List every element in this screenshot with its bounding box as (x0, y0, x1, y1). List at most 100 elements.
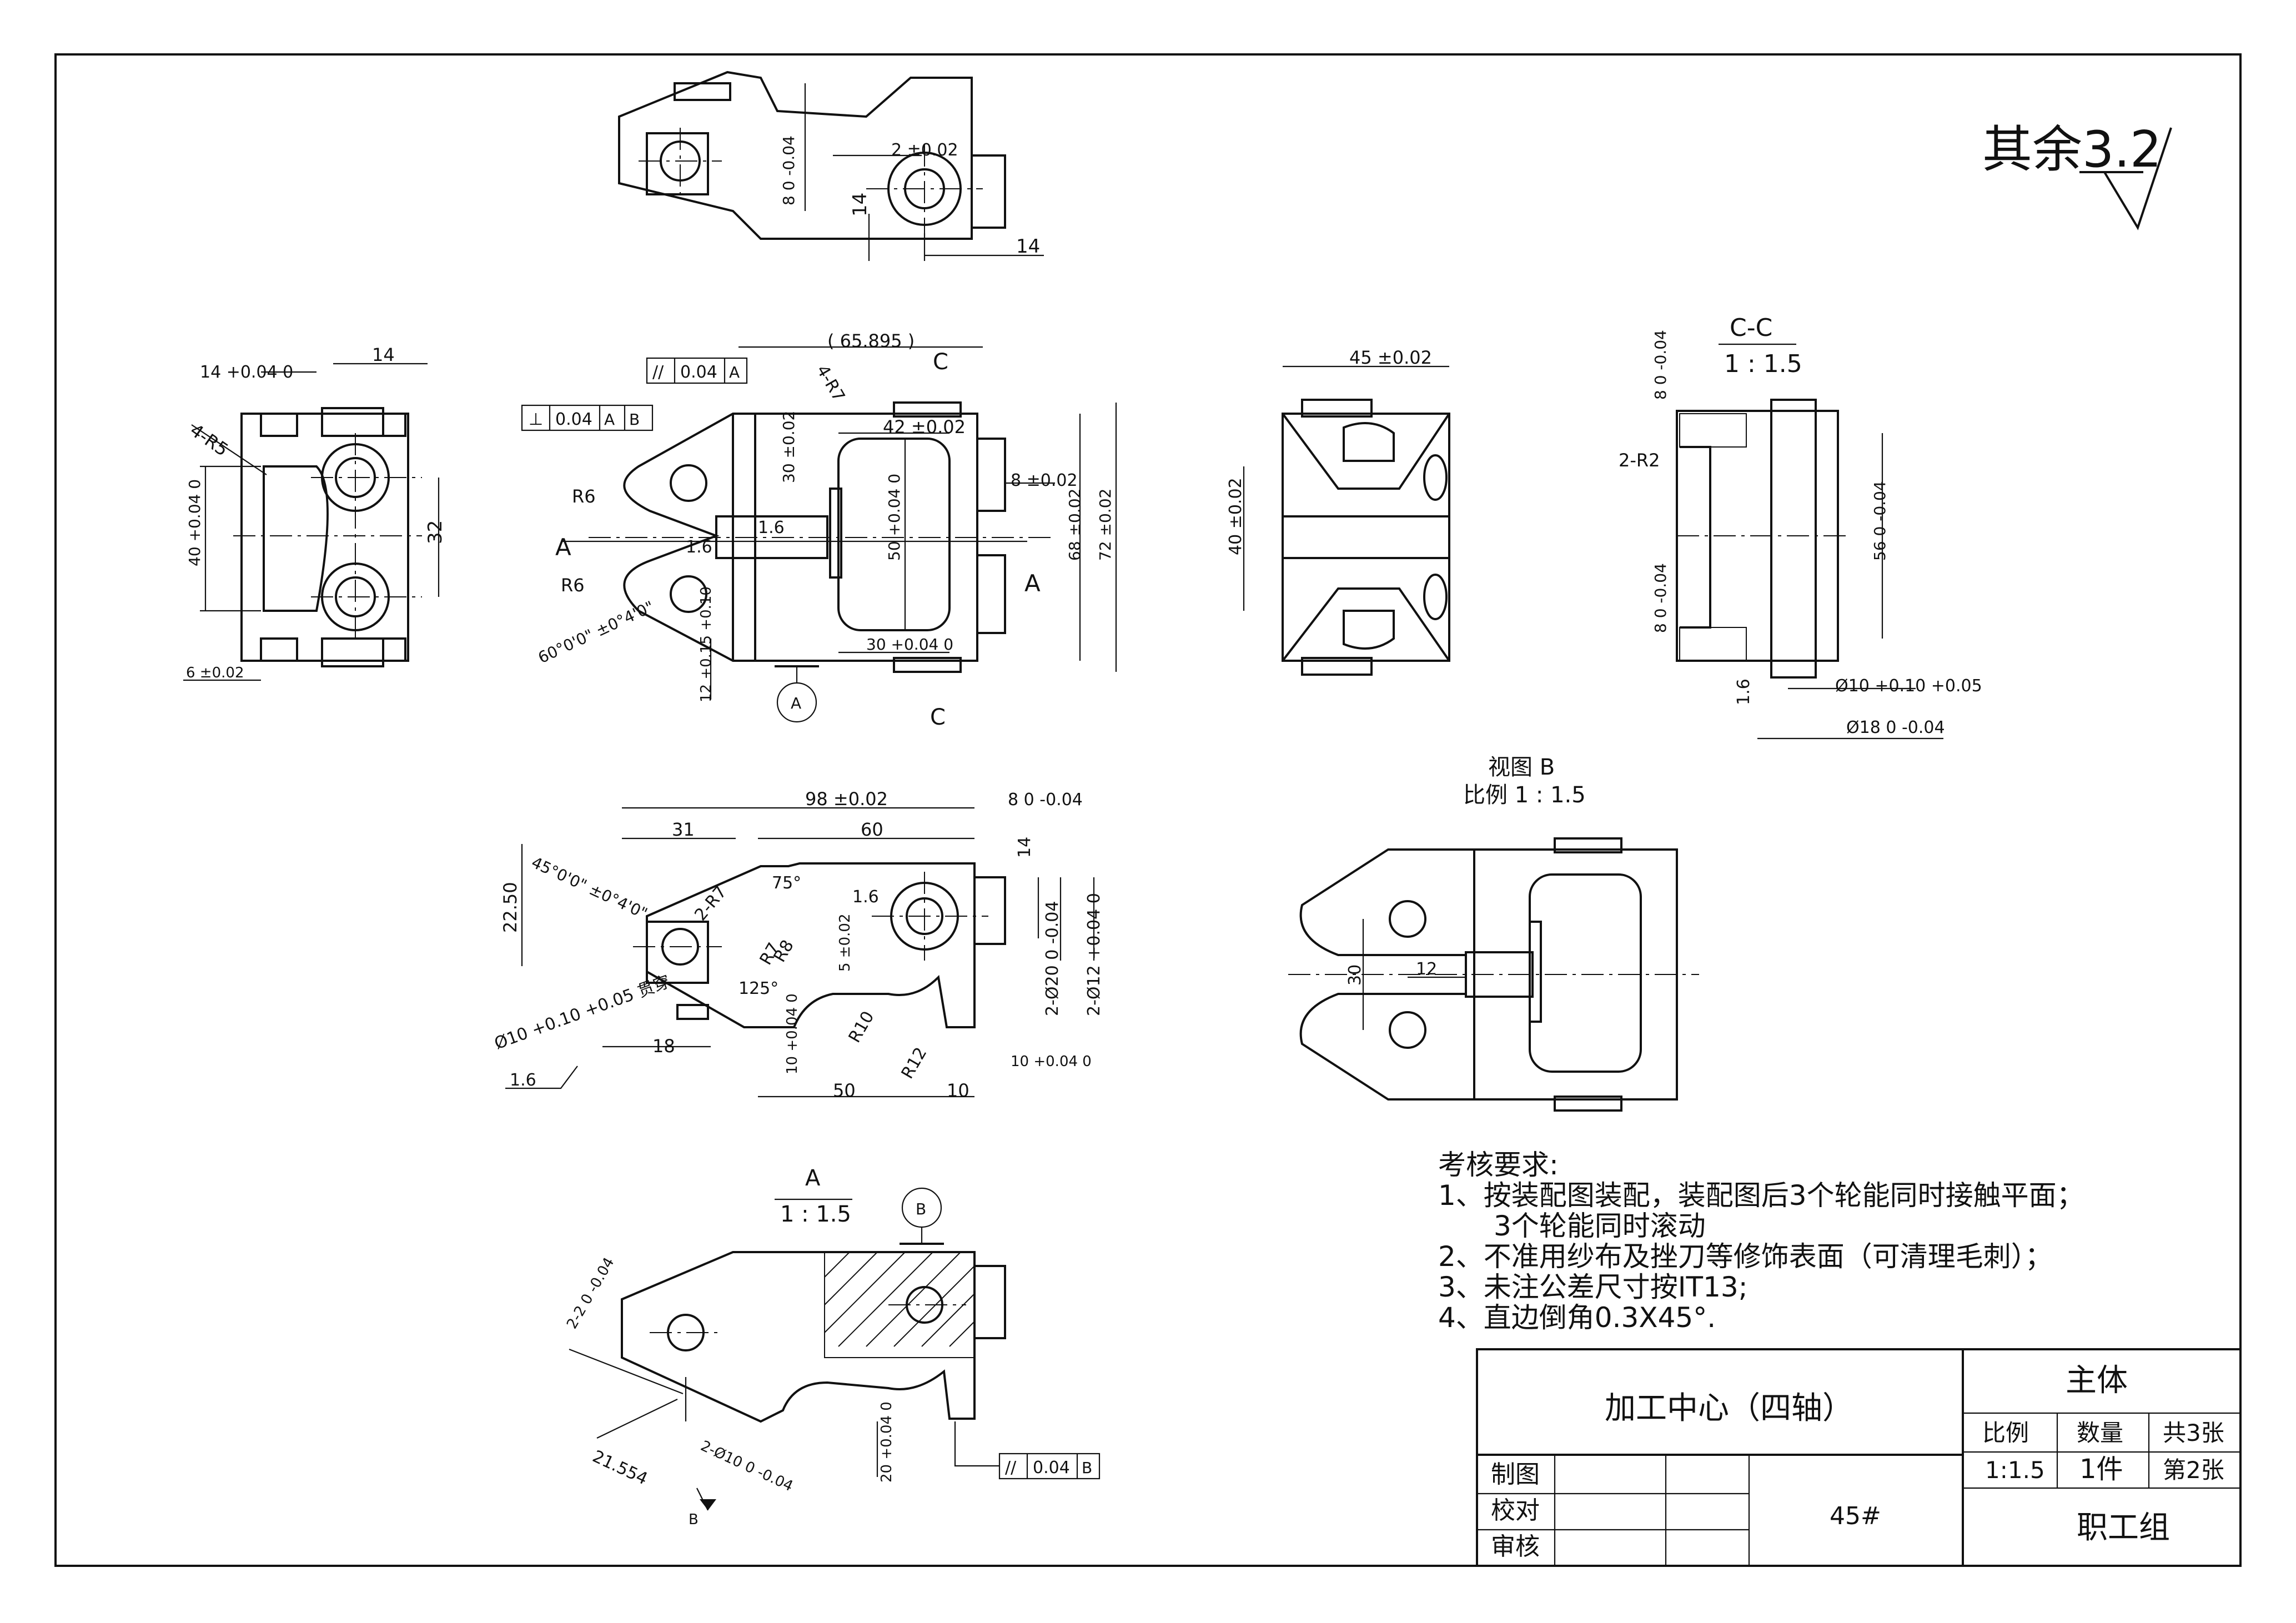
dimension-label: 8 ±0.02 (1011, 471, 1078, 490)
dimension-label: 2-Ø10 0 -0.04 (698, 1438, 796, 1495)
dimension-label: 30 ±0.02 (780, 411, 798, 483)
dimension-label: 42 ±0.02 (883, 416, 966, 438)
dimension-label: ( 65.895 ) (827, 330, 915, 351)
dimension-label: 2-2 0 -0.04 (564, 1255, 617, 1332)
quantity-value: 1件 (2079, 1454, 2123, 1485)
view-b-scale: 比例 1 : 1.5 (1463, 782, 1586, 808)
dimension-label: 21.554 (590, 1447, 651, 1489)
dimension-label: R12 (898, 1044, 931, 1082)
dimension-label: 68 ±0.02 (1066, 489, 1084, 561)
dimension-label: 10 +0.04 0 (1011, 1053, 1092, 1070)
dimension-label: 40 +0.04 0 (185, 479, 204, 566)
requirement-line: 2、不准用纱布及挫刀等修饰表面（可清理毛刺）； (1438, 1240, 2053, 1273)
dimension-label: 2-R2 (1619, 450, 1660, 471)
dimension-label: R6 (572, 486, 596, 507)
dimension-label: 14 (1016, 235, 1040, 258)
dimension-label: 45°0'0" ±0°4'0" (529, 853, 650, 923)
dimension-label: 2-R7 (691, 882, 731, 924)
dimension-label: 50 (833, 1080, 856, 1101)
roughness-label: 其余3.2 (1982, 120, 2162, 179)
requirement-line: 3、未注公差尺寸按IT13; (1438, 1271, 1748, 1303)
dimension-label: 50 +0.04 0 (885, 474, 903, 561)
dimension-label: 1.6 (686, 537, 712, 557)
dimension-label: 75° (772, 873, 801, 893)
section-cc-label: C-C (1730, 314, 1772, 342)
scale-value: 1:1.5 (1985, 1456, 2045, 1484)
dimension-label: 56 0 -0.04 (1871, 481, 1889, 561)
top-view-outline (618, 71, 973, 240)
dimension-label: B (689, 1511, 699, 1528)
dimension-label: 12 +0.15 +0.10 (698, 586, 715, 702)
dimension-label: 22.50 (500, 882, 521, 933)
dimension-label: R10 (845, 1008, 878, 1046)
dimension-label: // (1005, 1458, 1017, 1478)
bottom-view: 98 ±0.02 8 0 -0.04 31 60 45°0'0" ±0°4'0"… (492, 788, 1104, 1101)
dimension-label: 2 ±0.02 (891, 140, 958, 160)
dimension-label: Ø10 +0.10 +0.05 (1835, 676, 1982, 696)
dimension-label: 0.04 (1033, 1458, 1070, 1478)
dimension-label: A (604, 410, 615, 429)
dimension-label: 8 0 -0.04 (780, 135, 798, 205)
dimension-label: Ø18 0 -0.04 (1846, 718, 1945, 737)
dimension-label: 2-Ø20 0 -0.04 (1043, 901, 1062, 1016)
view-a-label: A (805, 1165, 821, 1191)
roughness-symbol-icon (2103, 127, 2172, 230)
dimension-label: 1.6 (510, 1071, 536, 1090)
technical-requirements: 考核要求: 1、按装配图装配，装配图后3个轮能同时接触平面； 3个轮能同时滚动 … (1438, 1149, 2084, 1334)
quantity-label: 数量 (2077, 1419, 2123, 1446)
front-view: ( 65.895 ) C 4-R7 42 ±0.02 30 ±0.02 8 ±0… (535, 330, 1117, 730)
dimension-label: // (652, 363, 664, 382)
top-view: 2 ±0.02 8 0 -0.04 14 14 (618, 71, 1044, 261)
section-cc-scale: 1 : 1.5 (1724, 350, 1802, 378)
view-a: A 1 : 1.5 B 2-2 0 -0.04 21.554 2-Ø10 0 -… (564, 1165, 1006, 1528)
bottom-view-outline (646, 862, 976, 1028)
dimension-label: C (930, 705, 946, 730)
dimension-label: 14 +0.04 0 (200, 363, 293, 382)
dimension-label: 6 ±0.02 (186, 665, 244, 681)
dimension-label: 14 (372, 344, 395, 365)
tolerance-frame-parallel-b: // 0.04 B (998, 1453, 1101, 1480)
dimension-label: A (791, 694, 801, 712)
roughness-note: 其余3.2 (1982, 120, 2172, 230)
dimension-label: 40 ±0.02 (1226, 478, 1245, 555)
drawn-by-label: 制图 (1491, 1460, 1540, 1489)
approved-by-label: 审核 (1491, 1532, 1540, 1561)
dimension-label: 0.04 (555, 410, 592, 429)
left-view-outline (240, 413, 409, 662)
datum-b-circle (901, 1187, 942, 1228)
process-name: 加工中心（四轴） (1605, 1390, 1853, 1426)
dimension-label: 14 (1015, 837, 1034, 858)
dimension-label: 60 (861, 819, 883, 840)
dimension-label: B (629, 410, 640, 429)
front-view-outline (623, 413, 978, 662)
dimension-label: 0.04 (680, 363, 717, 382)
requirement-line: 4、直边倒角0.3X45°. (1438, 1302, 1716, 1334)
section-cc-view: C-C 1 : 1.5 8 0 -0.04 2-R2 56 0 -0.04 8 … (1619, 314, 1982, 740)
dimension-label: 30 (1345, 964, 1365, 986)
dimension-label: 1.6 (852, 887, 879, 907)
tolerance-frame-perpendicular-ab: ⊥ 0.04 A B (521, 404, 654, 431)
material: 45# (1830, 1502, 1881, 1530)
dimension-label: 10 (947, 1080, 969, 1101)
dimension-label: A (555, 534, 571, 561)
requirements-title: 考核要求: (1438, 1149, 1559, 1181)
dimension-label: 60°0'0" ±0°4'0" (535, 597, 657, 667)
dimension-label: 98 ±0.02 (805, 788, 888, 810)
requirement-line: 1、按装配图装配，装配图后3个轮能同时接触平面； (1438, 1179, 2084, 1212)
dimension-label: 14 (849, 193, 871, 217)
drawing-border (54, 53, 2242, 1567)
dimension-label: 12 (1416, 959, 1437, 979)
view-b-arrow-icon (700, 1499, 716, 1510)
checked-by-label: 校对 (1491, 1496, 1540, 1525)
tolerance-frame-parallel-a: // 0.04 A (646, 357, 748, 384)
dimension-label: 8 0 -0.04 (1008, 790, 1083, 810)
dimension-label: 18 (652, 1036, 675, 1057)
dimension-label: 32 (424, 520, 446, 544)
dimension-label: Ø10 +0.10 +0.05 贯穿 (492, 972, 673, 1053)
requirement-line: 3个轮能同时滚动 (1494, 1210, 1706, 1242)
datum-a-circle (776, 682, 817, 723)
dimension-label: 10 +0.04 0 (784, 993, 801, 1074)
view-b: 视图 B 比例 1 : 1.5 30 12 (1288, 755, 1699, 1112)
right-view: 45 ±0.02 40 ±0.02 (1226, 347, 1450, 676)
